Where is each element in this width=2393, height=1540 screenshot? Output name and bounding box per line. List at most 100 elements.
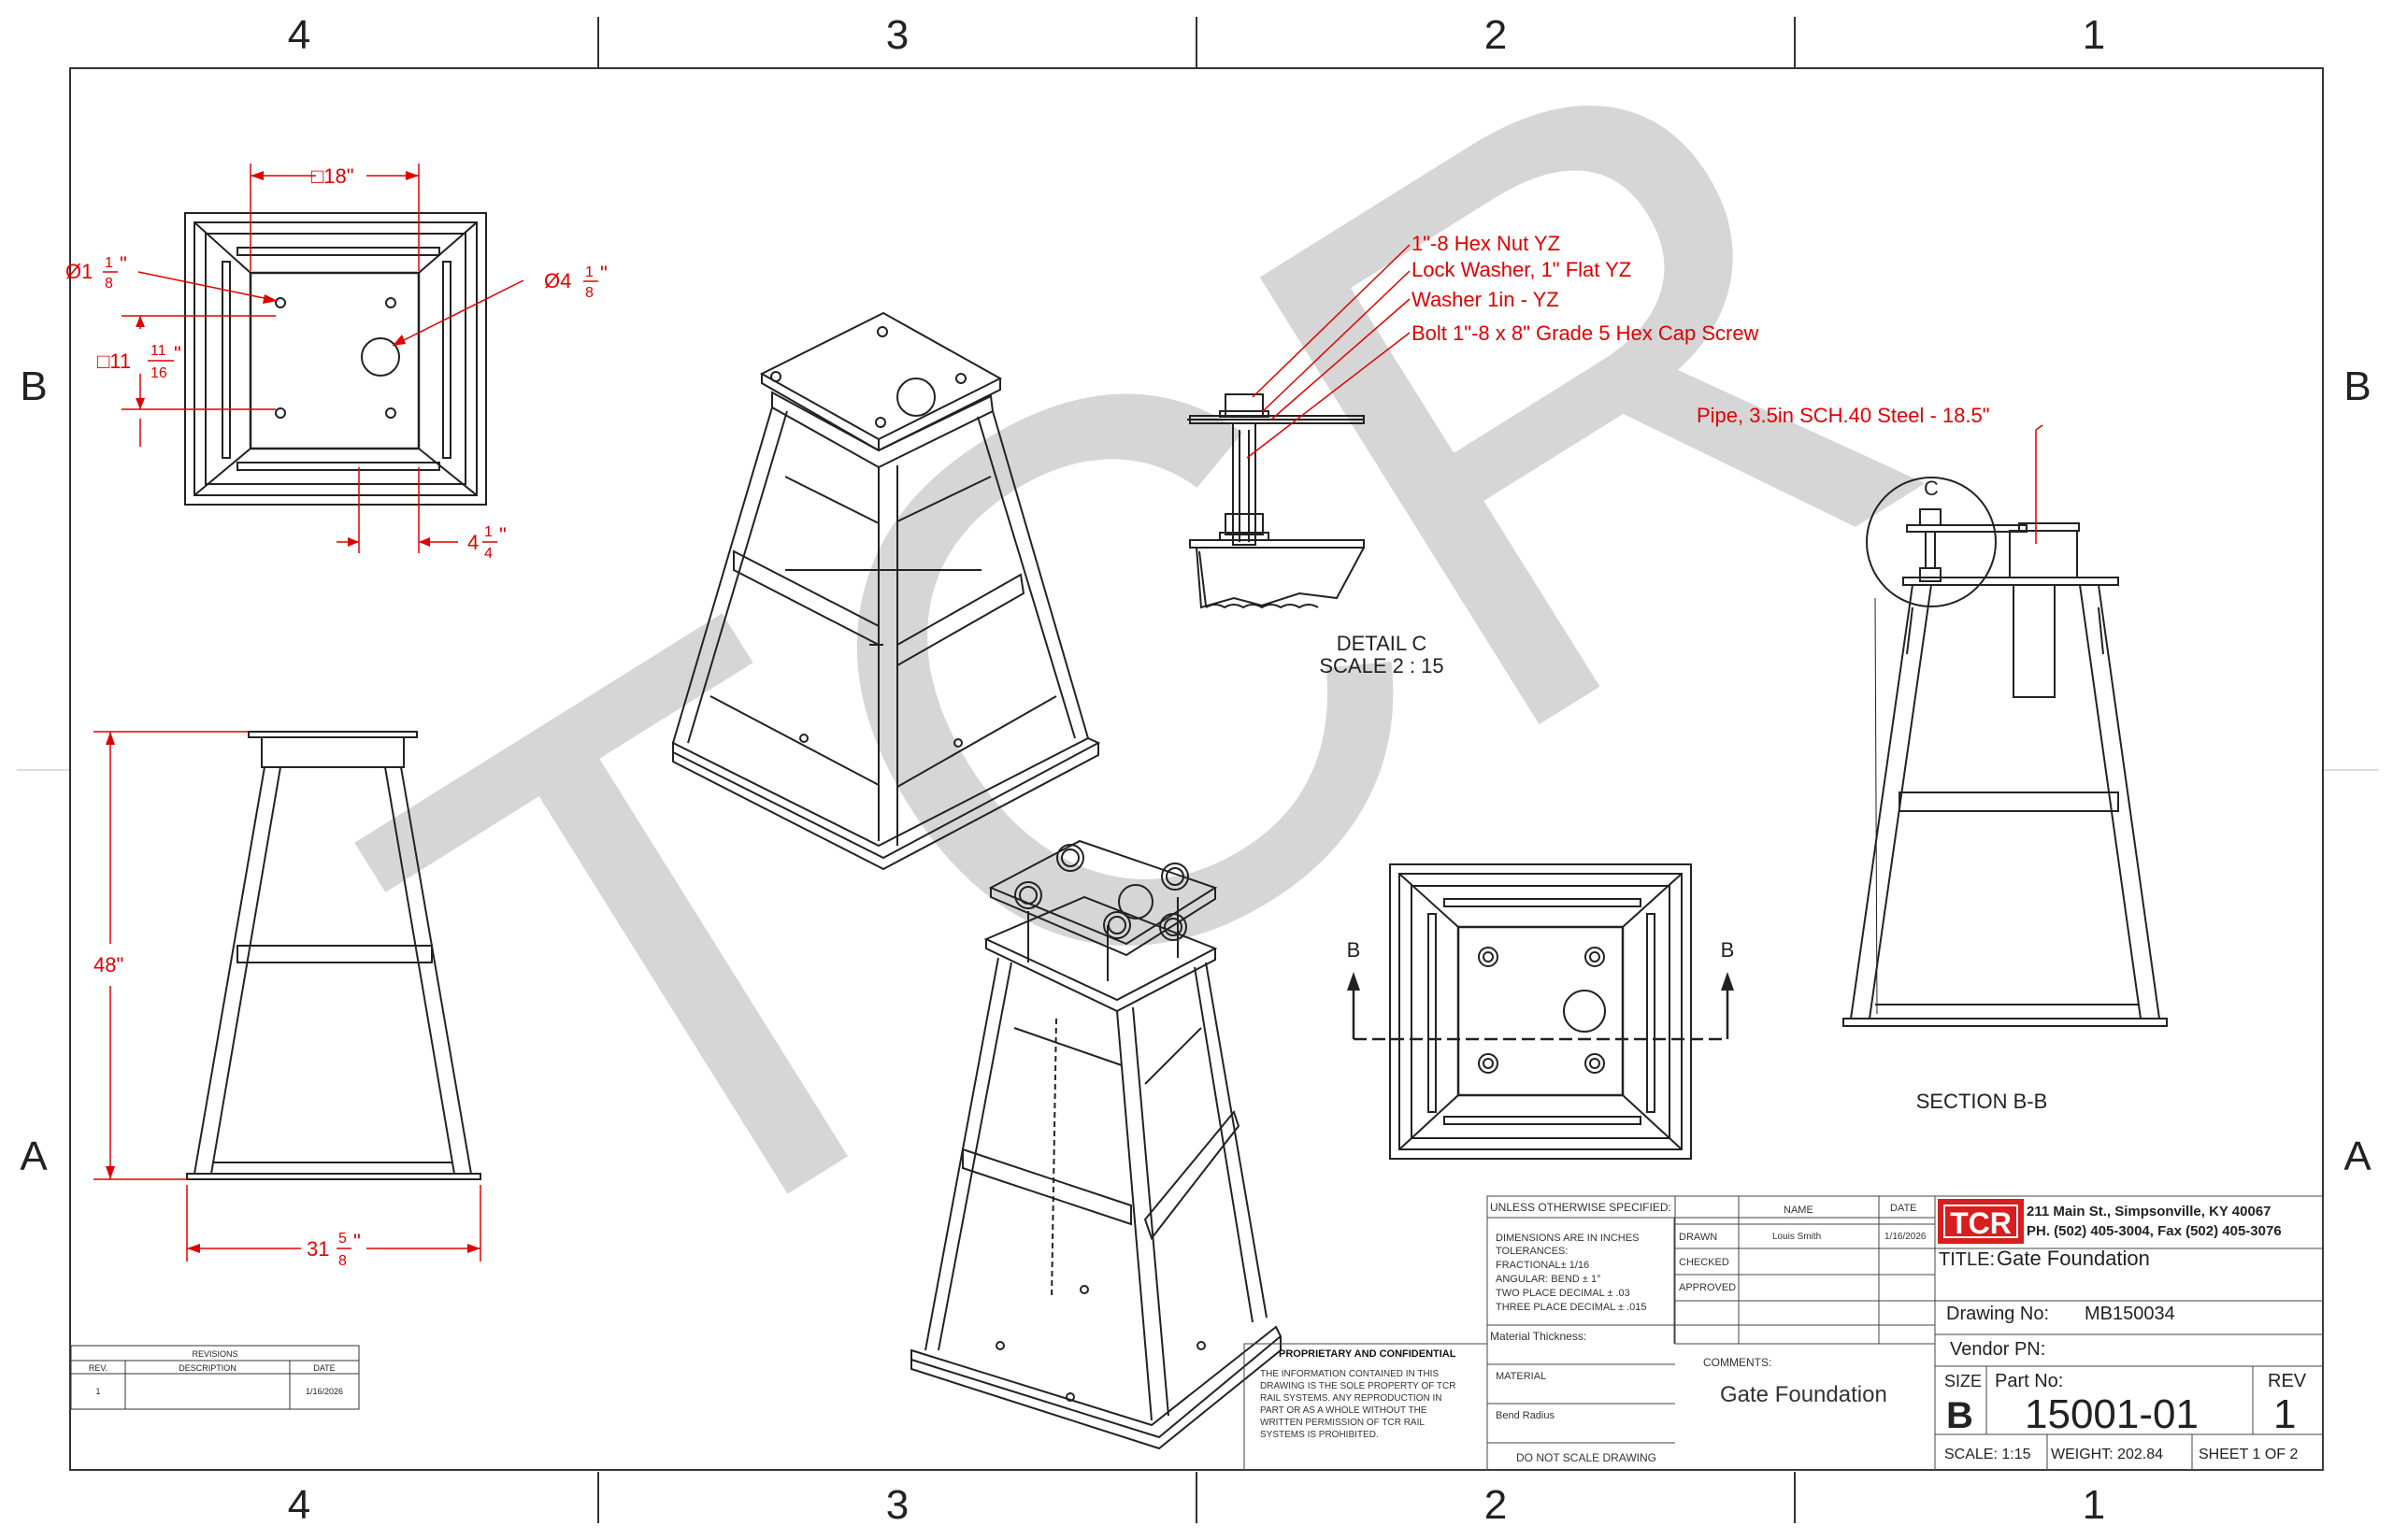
callout-lock-washer: Lock Washer, 1" Flat YZ [1411, 258, 1631, 281]
top-view-arrowheads [136, 171, 430, 547]
zone-col-4-bottom: 4 [288, 1482, 310, 1528]
detail-c-callouts: 1"-8 Hex Nut YZ Lock Washer, 1" Flat YZ … [1411, 232, 1759, 345]
top-view-dimensions [122, 164, 524, 553]
dim-hole-dia-num: 1 [105, 255, 113, 271]
tb-drawn-name: Louis Smith [1772, 1232, 1821, 1242]
dim-hole-dia-unit: " [120, 252, 127, 276]
revisions-text: REVISIONS REV. DESCRIPTION DATE 1 1/16/2… [89, 1349, 343, 1396]
tb-bend-radius: Bend Radius [1496, 1410, 1555, 1421]
tb-part-no: 15001-01 [2025, 1391, 2199, 1437]
zone-col-2-top: 2 [1484, 12, 1507, 58]
tb-vendor-label: Vendor PN: [1950, 1339, 2045, 1360]
dim-offset-num: 1 [484, 524, 493, 540]
tb-prop-1: THE INFORMATION CONTAINED IN THIS [1260, 1369, 1439, 1379]
tb-checked-label: CHECKED [1679, 1257, 1729, 1268]
zone-col-2-bottom: 2 [1484, 1482, 1507, 1528]
sheet-border [17, 17, 2379, 1523]
tb-drawing-no: MB150034 [2085, 1304, 2175, 1324]
zone-col-3-top: 3 [886, 12, 909, 58]
detail-c-label: DETAIL C [1337, 632, 1427, 655]
tb-material-thickness: Material Thickness: [1490, 1330, 1586, 1343]
zone-row-a-left: A [20, 1134, 48, 1179]
section-b-b-pipe-leader [2035, 424, 2043, 544]
tb-comments-label: COMMENTS: [1703, 1356, 1771, 1369]
section-b-b-view [1842, 477, 2168, 1027]
revision-row-rev: 1 [95, 1387, 100, 1396]
dim-pipe-hole-den: 8 [585, 285, 594, 301]
dim-bolt-square-num: 11 [150, 343, 166, 359]
tcr-logo-text: TCR [1950, 1206, 2012, 1240]
detail-c-leaders [1246, 244, 1411, 459]
front-view-arrowheads [106, 732, 480, 1253]
isometric-view-upper [672, 311, 1101, 871]
tb-tol-5: TWO PLACE DECIMAL ± .03 [1496, 1288, 1630, 1299]
tb-do-not-scale: DO NOT SCALE DRAWING [1516, 1451, 1656, 1464]
dim-bolt-square-unit: " [174, 342, 181, 365]
dim-plate-square: □18" [311, 164, 354, 188]
tb-tol-3: FRACTIONAL± 1/16 [1496, 1260, 1589, 1271]
detail-c-title: DETAIL C SCALE 2 : 15 [1319, 632, 1443, 677]
dim-offset-unit: " [499, 523, 507, 547]
front-view-dimensions [93, 731, 481, 1262]
front-view [186, 731, 481, 1180]
front-view-dimension-text: 48" 31 5 8 " [93, 953, 361, 1269]
tb-size: B [1946, 1395, 1973, 1436]
tb-date-header: DATE [1890, 1203, 1917, 1214]
dim-offset-den: 4 [484, 546, 493, 562]
tb-address: 211 Main St., Simpsonville, KY 40067 [2027, 1204, 2271, 1219]
tb-prop-6: SYSTEMS IS PROHIBITED. [1260, 1430, 1379, 1440]
dim-bolt-square-den: 16 [150, 365, 167, 381]
title-block-right: 211 Main St., Simpsonville, KY 40067 PH.… [1939, 1204, 2307, 1462]
zone-row-b-left: B [20, 364, 47, 409]
dim-base-den: 8 [338, 1253, 347, 1269]
revisions-header-rev: REV. [89, 1363, 107, 1373]
tb-prop-4: PART OR AS A WHOLE WITHOUT THE [1260, 1405, 1427, 1416]
detail-c-scale: SCALE 2 : 15 [1319, 654, 1443, 677]
tb-tol-2: TOLERANCES: [1496, 1246, 1568, 1257]
section-marker-right: B [1721, 938, 1735, 962]
tb-scale: SCALE: 1:15 [1944, 1447, 2031, 1462]
revisions-table [70, 1345, 360, 1410]
zone-row-b-right: B [2343, 364, 2371, 409]
dim-base-unit: " [353, 1230, 361, 1253]
tb-tol-6: THREE PLACE DECIMAL ± .015 [1496, 1302, 1647, 1313]
section-cut-plan-view [1352, 863, 1729, 1160]
dim-height: 48" [93, 953, 123, 977]
section-marker-left: B [1347, 938, 1361, 962]
tb-sheet: SHEET 1 OF 2 [2199, 1447, 2299, 1462]
tb-phone: PH. (502) 405-3004, Fax (502) 405-3076 [2027, 1223, 2282, 1239]
section-cut-markers: B B [1347, 938, 1735, 962]
tb-drawing-no-label: Drawing No: [1946, 1304, 2049, 1324]
tb-rev: 1 [2273, 1391, 2296, 1437]
dim-pipe-hole-num: 1 [585, 264, 594, 280]
dim-pipe-hole-unit: " [600, 262, 608, 285]
tb-proprietary-title: PROPRIETARY AND CONFIDENTIAL [1279, 1348, 1456, 1360]
tb-title-label: TITLE: [1939, 1249, 1995, 1270]
tb-part-label: Part No: [1995, 1371, 2063, 1391]
tb-drawn-label: DRAWN [1679, 1232, 1717, 1243]
dim-base-prefix: 31 [307, 1237, 329, 1261]
tcr-logo: TCR [1938, 1199, 2024, 1244]
zone-col-3-bottom: 3 [886, 1482, 909, 1528]
callout-pipe: Pipe, 3.5in SCH.40 Steel - 18.5" [1697, 404, 1990, 427]
zone-row-a-right: A [2343, 1134, 2372, 1179]
title-block-frame [1243, 1195, 2324, 1471]
tb-size-label: SIZE [1944, 1372, 1982, 1390]
revision-row-date: 1/16/2026 [306, 1387, 343, 1396]
title-block-left: UNLESS OTHERWISE SPECIFIED: NAME DATE DR… [1260, 1201, 1927, 1464]
dim-offset-prefix: 4 [467, 531, 479, 554]
tb-material: MATERIAL [1496, 1371, 1546, 1382]
section-b-b-title: SECTION B-B [1916, 1090, 2048, 1113]
dim-bolt-square-prefix: □11 [97, 349, 131, 373]
tb-tol-4: ANGULAR: BEND ± 1° [1496, 1274, 1601, 1285]
zone-labels: 4 3 2 1 4 3 2 1 B A B A [20, 12, 2372, 1528]
tb-prop-5: WRITTEN PERMISSION OF TCR RAIL [1260, 1418, 1425, 1428]
top-view-dimension-text: □18" Ø1 1 8 " Ø4 1 8 " □11 11 16 " 4 1 4… [65, 164, 608, 562]
tb-drawn-date: 1/16/2026 [1884, 1232, 1927, 1242]
detail-c-view [1187, 393, 1365, 609]
section-cut-arrowheads [1347, 972, 1734, 991]
tb-name-header: NAME [1784, 1205, 1813, 1216]
dim-hole-dia-den: 8 [105, 276, 113, 292]
tb-weight: WEIGHT: 202.84 [2051, 1447, 2163, 1462]
tb-approved-label: APPROVED [1679, 1282, 1736, 1293]
